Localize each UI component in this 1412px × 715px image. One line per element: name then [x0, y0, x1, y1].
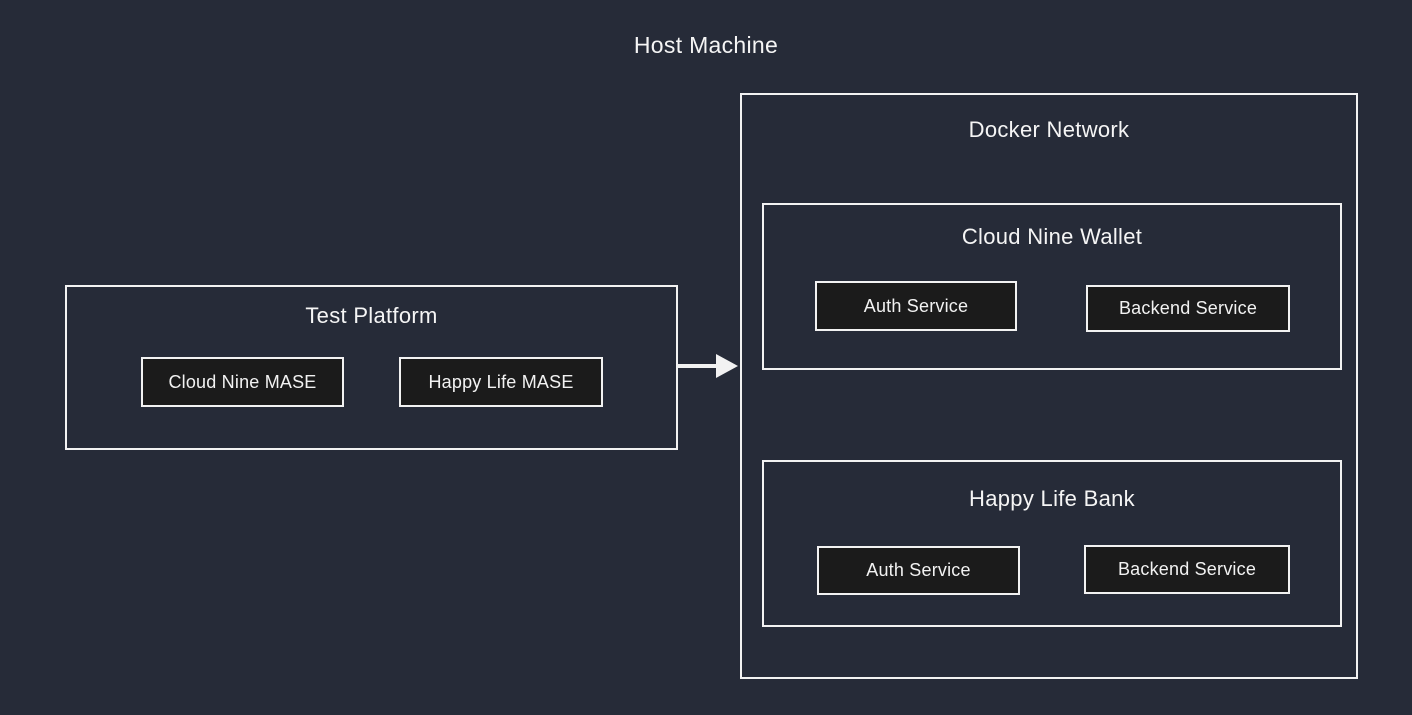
happy-life-bank-title: Happy Life Bank	[969, 486, 1135, 511]
cloud-nine-wallet-title: Cloud Nine Wallet	[961, 224, 1143, 249]
node-cloud-nine-wallet-auth-service: Auth Service	[815, 281, 1017, 331]
happy-life-bank-group: Happy Life Bank Auth Service Backend Ser…	[762, 460, 1342, 627]
node-cloud-nine-mase: Cloud Nine MASE	[141, 357, 344, 407]
connector-arrow-head-icon	[716, 354, 738, 378]
docker-network-title: Docker Network	[968, 117, 1130, 142]
test-platform-group: Test Platform Cloud Nine MASE Happy Life…	[65, 285, 678, 450]
node-happy-life-bank-backend-service: Backend Service	[1084, 545, 1290, 594]
docker-network-group: Docker Network Cloud Nine Wallet Auth Se…	[740, 93, 1358, 679]
node-cloud-nine-wallet-backend-service: Backend Service	[1086, 285, 1290, 332]
test-platform-title: Test Platform	[305, 303, 438, 328]
connector-arrow-shaft	[678, 364, 718, 368]
node-happy-life-bank-auth-service: Auth Service	[817, 546, 1020, 595]
node-happy-life-mase: Happy Life MASE	[399, 357, 603, 407]
host-machine-title: Host Machine	[633, 32, 779, 58]
cloud-nine-wallet-group: Cloud Nine Wallet Auth Service Backend S…	[762, 203, 1342, 370]
